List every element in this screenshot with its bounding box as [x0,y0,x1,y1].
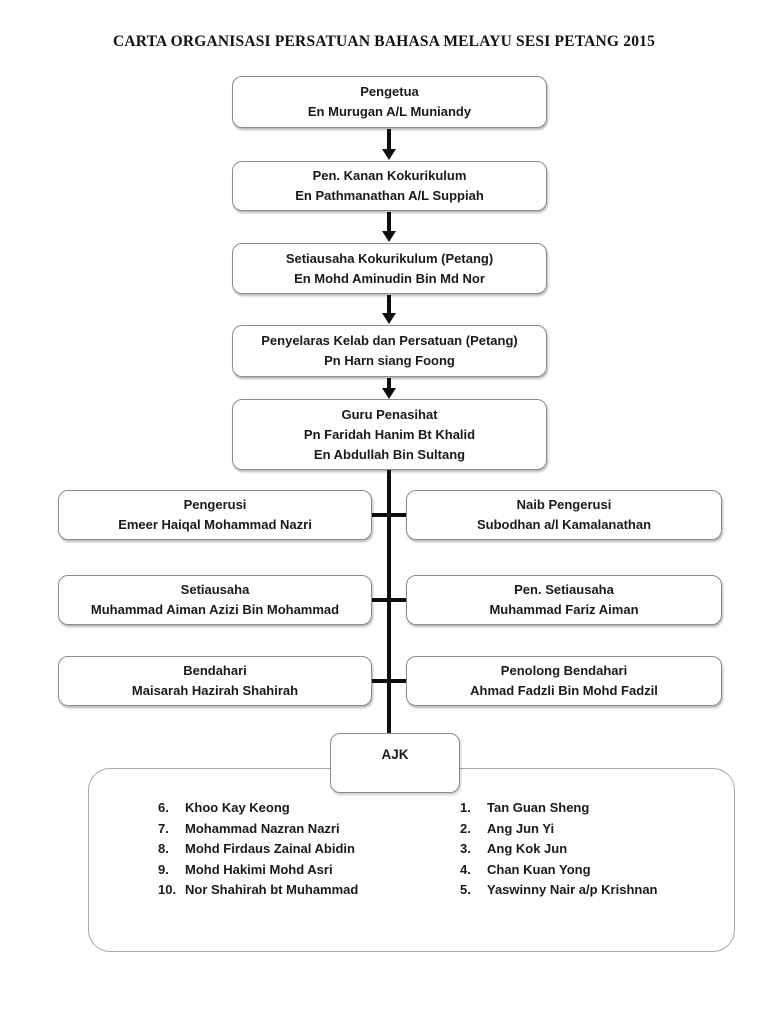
list-number: 8. [158,841,169,856]
ajk-member-list-right: 1. Tan Guan Sheng 2. Ang Jun Yi 3. Ang K… [460,798,658,901]
page-title: CARTA ORGANISASI PERSATUAN BAHASA MELAYU… [112,33,656,50]
list-item: 7. Mohammad Nazran Nazri [158,819,358,840]
list-number: 7. [158,820,169,836]
list-number: 4. [460,861,471,877]
person-name: Muhammad Fariz Aiman [489,602,639,617]
person-name: Subodhan a/l Kamalanathan [476,517,652,532]
org-box-penolong-bendahari: Penolong Bendahari Ahmad Fadzli Bin Mohd… [406,656,722,706]
list-item: 8. Mohd Firdaus Zainal Abidin [158,839,358,860]
org-box-setiausaha-kokurikulum: Setiausaha Kokurikulum (Petang) En Mohd … [232,243,547,294]
person-name: Pn Faridah Hanim Bt Khalid [303,426,476,442]
org-box-pengetua: Pengetua En Murugan A/L Muniandy [232,76,547,128]
org-box-ajk: AJK [330,733,460,793]
org-box-bendahari: Bendahari Maisarah Hazirah Shahirah [58,656,372,706]
person-name: Ahmad Fadzli Bin Mohd Fadzil [470,683,658,698]
down-arrow-icon [382,295,396,324]
person-name: En Pathmanathan A/L Suppiah [295,188,484,203]
list-item: 4. Chan Kuan Yong [460,860,658,881]
list-item: 9. Mohd Hakimi Mohd Asri [158,860,358,881]
list-item: 2. Ang Jun Yi [460,819,658,840]
member-name: Yaswinny Nair a/p Krishnan [487,882,658,897]
member-name: Chan Kuan Yong [487,861,591,877]
role-title: Naib Pengerusi [516,497,612,512]
list-item: 6. Khoo Kay Keong [158,798,358,819]
member-name: Khoo Kay Keong [185,800,290,815]
connector-trunk-line [387,470,391,735]
role-title: Pengetua [360,84,419,99]
role-title: Penyelaras Kelab dan Persatuan (Petang) [261,333,518,348]
down-arrow-icon [382,129,396,160]
member-name: Ang Jun Yi [487,820,555,836]
list-number: 1. [460,800,471,815]
role-title: Setiausaha Kokurikulum (Petang) [285,250,494,266]
member-name: Nor Shahirah bt Muhammad [185,882,359,897]
down-arrow-icon [382,212,396,242]
org-box-guru-penasihat: Guru Penasihat Pn Faridah Hanim Bt Khali… [232,399,547,470]
org-box-pen-kanan-kokurikulum: Pen. Kanan Kokurikulum En Pathmanathan A… [232,161,547,211]
list-item: 3. Ang Kok Jun [460,839,658,860]
role-title: Bendahari [183,663,247,678]
role-title: AJK [381,747,409,762]
down-arrow-icon [382,378,396,399]
member-name: Mohd Hakimi Mohd Asri [185,861,333,877]
list-number: 2. [460,820,471,836]
role-title: Setiausaha [180,582,250,597]
list-number: 5. [460,882,471,897]
list-item: 1. Tan Guan Sheng [460,798,658,819]
list-number: 6. [158,800,169,815]
member-name: Tan Guan Sheng [487,800,590,815]
ajk-members-container [88,768,735,952]
member-name: Mohd Firdaus Zainal Abidin [185,841,355,856]
list-number: 10. [158,882,177,897]
person-name: En Mohd Aminudin Bin Md Nor [294,270,485,286]
connector-stub-line [371,679,407,683]
member-name: Ang Kok Jun [487,841,568,856]
org-box-pen-setiausaha: Pen. Setiausaha Muhammad Fariz Aiman [406,575,722,625]
connector-stub-line [371,513,407,517]
person-name: En Murugan A/L Muniandy [307,104,472,119]
list-item: 10. Nor Shahirah bt Muhammad [158,880,358,901]
list-number: 9. [158,861,169,877]
person-name: Muhammad Aiman Azizi Bin Mohammad [90,602,340,617]
member-name: Mohammad Nazran Nazri [185,820,340,836]
role-title: Penolong Bendahari [500,663,628,678]
person-name: En Abdullah Bin Sultang [313,446,466,462]
org-box-naib-pengerusi: Naib Pengerusi Subodhan a/l Kamalanathan [406,490,722,540]
org-box-penyelaras: Penyelaras Kelab dan Persatuan (Petang) … [232,325,547,377]
ajk-member-list-left: 6. Khoo Kay Keong 7. Mohammad Nazran Naz… [158,798,358,901]
list-number: 3. [460,841,471,856]
person-name: Maisarah Hazirah Shahirah [131,683,299,698]
role-title: Guru Penasihat [341,406,438,422]
connector-stub-line [371,598,407,602]
role-title: Pen. Kanan Kokurikulum [312,168,467,183]
org-box-setiausaha: Setiausaha Muhammad Aiman Azizi Bin Moha… [58,575,372,625]
role-title: Pen. Setiausaha [514,582,614,597]
list-item: 5. Yaswinny Nair a/p Krishnan [460,880,658,901]
org-box-pengerusi: Pengerusi Emeer Haiqal Mohammad Nazri [58,490,372,540]
person-name: Pn Harn siang Foong [324,353,455,368]
role-title: Pengerusi [183,497,247,512]
person-name: Emeer Haiqal Mohammad Nazri [118,517,312,532]
